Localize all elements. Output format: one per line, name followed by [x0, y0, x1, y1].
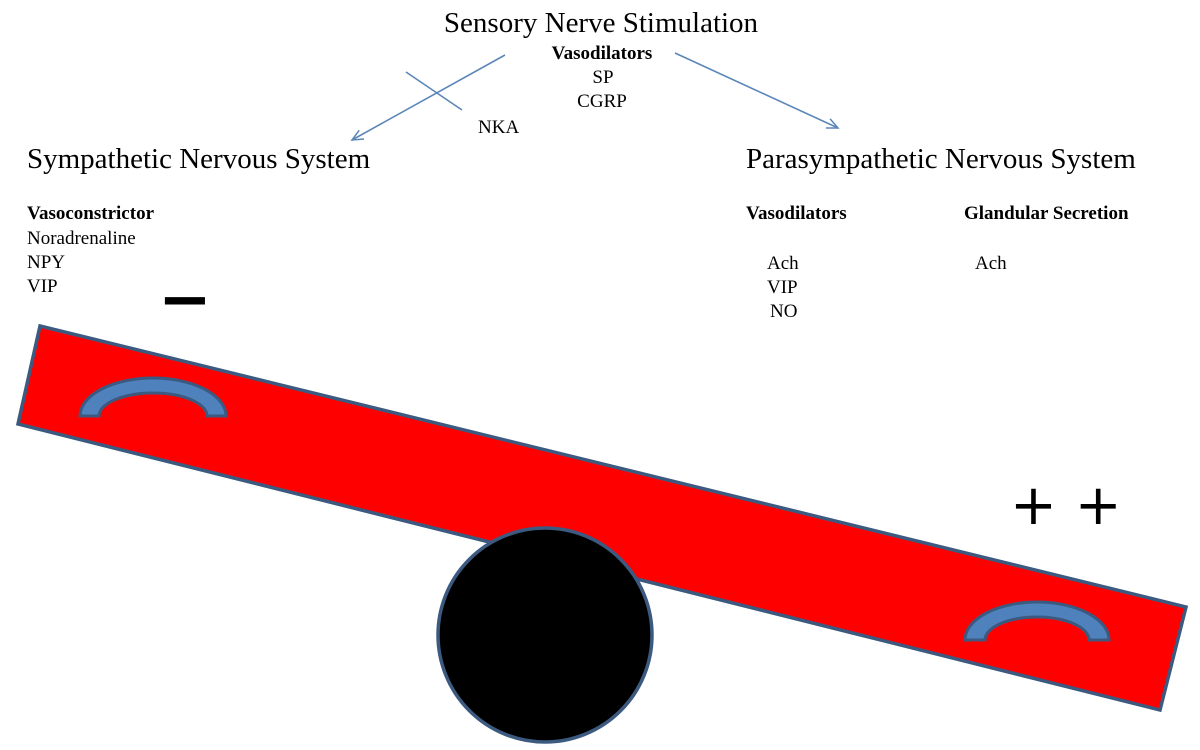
sympathetic-item-npy: NPY	[27, 252, 66, 273]
fulcrum-circle	[436, 526, 654, 744]
sympathetic-vasoconstrictor-heading: Vasoconstrictor	[27, 203, 154, 224]
sensory-blocked-nka: NKA	[478, 117, 520, 138]
sympathetic-title: Sympathetic Nervous System	[27, 143, 371, 175]
glandular-item-ach: Ach	[975, 253, 1007, 274]
parasympathetic-vasodilators-heading: Vasodilators	[746, 203, 847, 224]
left-grip-icon	[78, 376, 228, 418]
right-grip-icon	[963, 600, 1111, 642]
block-line	[405, 71, 463, 111]
sensory-item-cgrp: CGRP	[577, 91, 627, 112]
parasympathetic-item-ach: Ach	[767, 253, 799, 274]
glandular-secretion-heading: Glandular Secretion	[964, 203, 1129, 224]
sensory-item-sp: SP	[592, 67, 614, 88]
sensory-vasodilators-heading: Vasodilators	[551, 43, 653, 64]
seesaw-beam	[15, 323, 1189, 713]
arrow-to-sympathetic	[350, 54, 506, 141]
plus-plus-sign: + +	[1010, 473, 1122, 538]
parasympathetic-title: Parasympathetic Nervous System	[746, 143, 1136, 175]
parasympathetic-item-vip: VIP	[767, 277, 798, 298]
sympathetic-item-noradrenaline: Noradrenaline	[27, 228, 136, 249]
sympathetic-item-vip: VIP	[27, 276, 58, 297]
diagram-title: Sensory Nerve Stimulation	[443, 7, 759, 39]
minus-sign: −	[158, 263, 212, 337]
parasympathetic-item-no: NO	[770, 301, 798, 322]
arrow-to-parasympathetic	[674, 52, 840, 129]
